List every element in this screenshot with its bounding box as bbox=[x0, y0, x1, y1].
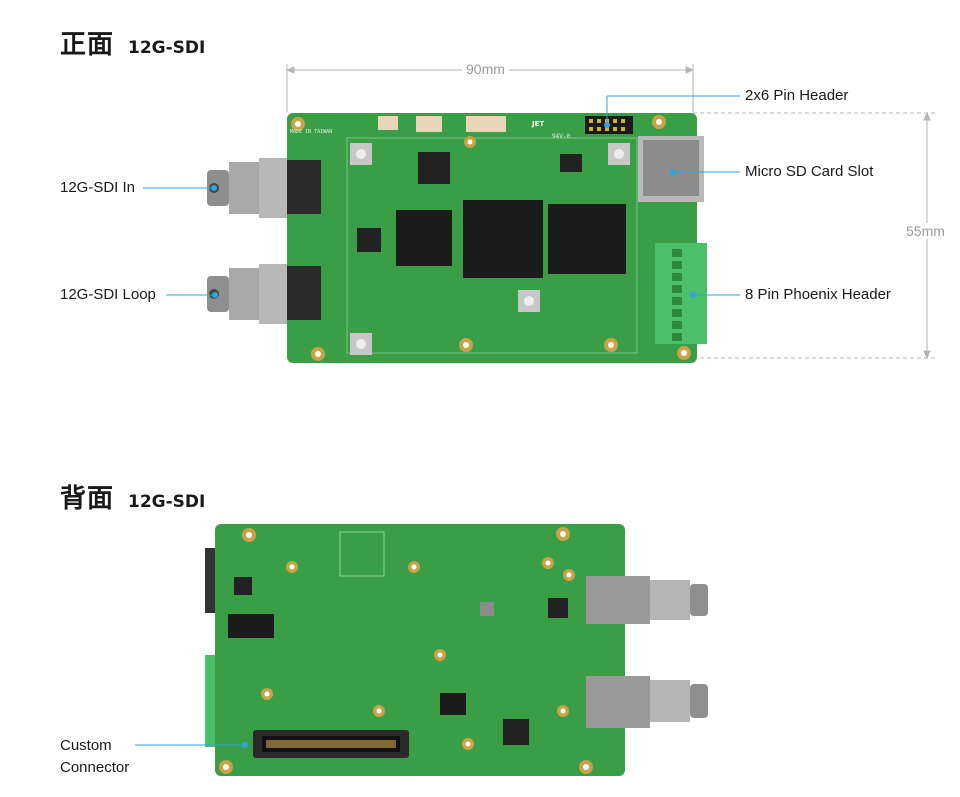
silkscreen-brand: JET bbox=[531, 120, 544, 128]
height-dimension bbox=[693, 111, 935, 360]
back-pcb bbox=[205, 524, 625, 776]
front-title: 正面 bbox=[60, 30, 115, 60]
label-sdi-in: 12G-SDI In bbox=[60, 179, 136, 196]
front-pcb: MADE IN TAIWAN JET 94V-0 bbox=[287, 113, 707, 363]
back-bnc-bottom bbox=[586, 676, 708, 728]
front-bnc-in bbox=[207, 158, 321, 218]
silkscreen-rohs: 94V-0 bbox=[552, 133, 570, 140]
label-phoenix-header: 8 Pin Phoenix Header bbox=[745, 286, 891, 303]
front-bnc-loop bbox=[207, 264, 321, 324]
label-custom-connector-line1: Custom bbox=[60, 737, 112, 754]
width-dimension-label: 90mm bbox=[462, 61, 509, 77]
front-heading: 正面 12G-SDI bbox=[60, 24, 205, 61]
front-callouts bbox=[143, 95, 740, 298]
label-pin-header: 2x6 Pin Header bbox=[745, 87, 849, 104]
silkscreen-made-in: MADE IN TAIWAN bbox=[290, 129, 332, 135]
back-callout bbox=[135, 742, 248, 748]
front-subtitle: 12G-SDI bbox=[128, 38, 206, 58]
back-title: 背面 bbox=[60, 484, 115, 514]
height-dimension-label: 55mm bbox=[902, 223, 949, 239]
label-sd-slot: Micro SD Card Slot bbox=[745, 163, 874, 180]
back-subtitle: 12G-SDI bbox=[128, 492, 206, 512]
back-heading: 背面 12G-SDI bbox=[60, 478, 205, 515]
label-custom-connector-line2: Connector bbox=[60, 759, 130, 776]
label-sdi-loop: 12G-SDI Loop bbox=[60, 286, 156, 303]
back-bnc-top bbox=[586, 576, 708, 624]
